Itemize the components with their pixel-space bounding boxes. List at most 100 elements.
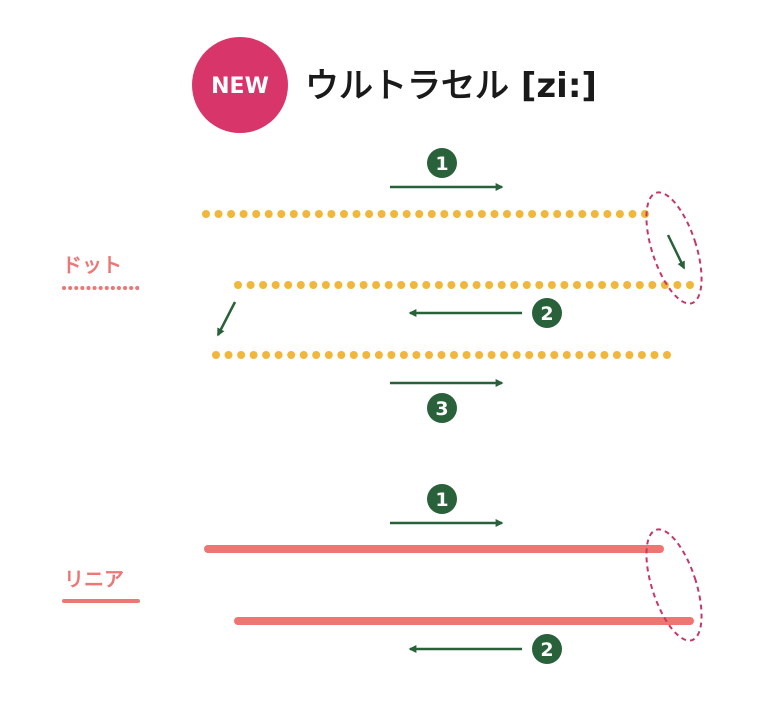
dot-turn-right-arrow: [666, 234, 686, 270]
dot-step-3-badge: [427, 393, 457, 423]
dot: [422, 281, 431, 289]
dot: [214, 210, 223, 218]
dot: [365, 210, 374, 218]
dot: [562, 351, 571, 359]
dot: [212, 351, 220, 359]
dot: [515, 210, 524, 218]
dot: [352, 210, 361, 218]
header: NEW ウルトラセル [zi:]: [192, 37, 597, 133]
dot: [503, 210, 511, 218]
dot: [372, 281, 381, 289]
dot: [349, 351, 358, 359]
dot: [314, 210, 323, 218]
linear-step-1-number: 1: [435, 489, 448, 511]
dot: [374, 351, 383, 359]
dot: [585, 281, 594, 289]
dot: [465, 210, 474, 218]
dot: [202, 210, 210, 218]
dot: [528, 210, 537, 218]
dot: [477, 210, 486, 218]
dot: [296, 281, 305, 289]
dot: [271, 281, 280, 289]
dot: [522, 281, 531, 289]
dot: [387, 351, 396, 359]
dot: [673, 281, 682, 289]
dot: [309, 281, 318, 289]
dot: [347, 281, 355, 289]
dot: [262, 351, 271, 359]
dot: [648, 281, 657, 289]
dot: [500, 351, 509, 359]
dot: [553, 210, 562, 218]
dot: [600, 351, 609, 359]
dot: [565, 210, 574, 218]
dot: [259, 281, 268, 289]
dot-step-2-number: 2: [540, 303, 553, 325]
dot: [362, 351, 371, 359]
dot: [550, 351, 559, 359]
linear-turn-ellipse: [645, 528, 703, 642]
dot: [462, 351, 471, 359]
dot: [487, 351, 496, 359]
dot: [249, 351, 258, 359]
dot: [390, 210, 399, 218]
dot: [625, 351, 634, 359]
dot: [603, 210, 612, 218]
dot: [402, 210, 411, 218]
linear-section: 1 リニア 2: [62, 484, 703, 664]
dot: [337, 351, 346, 359]
dot: [510, 281, 519, 289]
dot: [324, 351, 333, 359]
dot: [415, 210, 424, 218]
dot: [535, 281, 544, 289]
dot: [663, 351, 671, 359]
dot-line-3: [212, 351, 671, 359]
new-badge: [192, 37, 288, 133]
dot: [427, 210, 436, 218]
dot: [239, 210, 248, 218]
dot: [289, 210, 298, 218]
dot: [635, 281, 644, 289]
dot: [312, 351, 321, 359]
dot: [590, 210, 599, 218]
dot: [224, 351, 233, 359]
dot: [274, 351, 283, 359]
dot: [485, 281, 494, 289]
dot: [573, 281, 581, 289]
dot: [299, 351, 308, 359]
dot: [399, 351, 408, 359]
dot: [287, 351, 296, 359]
dot-section-label: ドット: [62, 253, 122, 277]
dot-line-1: [202, 210, 649, 218]
dot: [384, 281, 393, 289]
dot: [234, 281, 242, 289]
dot: [472, 281, 481, 289]
dot: [490, 210, 499, 218]
dot: [246, 281, 255, 289]
page-title: ウルトラセル [zi:]: [305, 66, 597, 106]
dot: [397, 281, 406, 289]
dot-step-2-badge: [532, 298, 562, 328]
dot: [686, 281, 694, 289]
dot-step-1-badge: [427, 148, 457, 178]
dot: [537, 351, 546, 359]
dot: [447, 281, 456, 289]
dot-line-2: [234, 281, 694, 289]
dot-step-3-number: 3: [435, 398, 448, 420]
dot: [452, 210, 461, 218]
dot: [227, 210, 236, 218]
dot: [252, 210, 261, 218]
dot: [434, 281, 443, 289]
dot: [425, 351, 433, 359]
dot: [412, 351, 421, 359]
dot-section: ドット 1 2 3: [62, 148, 703, 423]
dot: [327, 210, 336, 218]
dot: [578, 210, 587, 218]
dot: [321, 281, 330, 289]
dot: [437, 351, 446, 359]
dot: [497, 281, 506, 289]
dot: [641, 210, 649, 218]
dot: [284, 281, 293, 289]
dot: [628, 210, 637, 218]
